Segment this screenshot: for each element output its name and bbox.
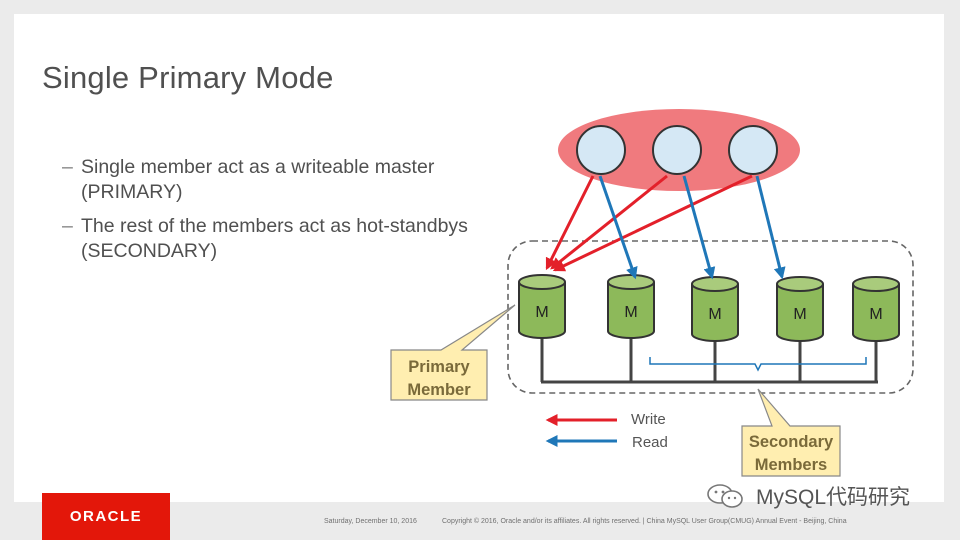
- legend-write-label: Write: [631, 411, 666, 428]
- read-arrow: [755, 175, 786, 280]
- write-arrows: [545, 174, 753, 272]
- bullet-item: – Single member act as a writeable maste…: [62, 155, 502, 205]
- member-label: M: [708, 306, 721, 323]
- member-label: M: [793, 306, 806, 323]
- member-db: M: [607, 274, 655, 339]
- slide-canvas: [14, 14, 944, 502]
- read-arrow: [682, 175, 716, 280]
- secondary-callout: [741, 388, 841, 477]
- client-node: [652, 125, 702, 175]
- footer-date: Saturday, December 10, 2016: [324, 518, 417, 525]
- secondary-callout-line2: Members: [755, 456, 827, 474]
- primary-callout: [390, 304, 516, 401]
- write-arrow: [552, 174, 753, 272]
- member-db: M: [691, 276, 739, 342]
- bullet-item: – The rest of the members act as hot-sta…: [62, 214, 502, 264]
- bullet-list: – Single member act as a writeable maste…: [62, 155, 502, 273]
- group-boundary: [507, 240, 914, 394]
- member-db: M: [776, 276, 824, 342]
- wechat-icon: [707, 484, 743, 508]
- bullet-dash: –: [62, 156, 73, 178]
- secondary-bracket: [649, 357, 867, 372]
- watermark-text: MySQL代码研究: [756, 486, 911, 509]
- member-label: M: [535, 304, 548, 321]
- secondary-callout-line1: Secondary: [749, 433, 834, 451]
- legend-read-label: Read: [632, 434, 668, 451]
- primary-callout-line2: Member: [407, 381, 471, 399]
- member-bus: [540, 338, 878, 384]
- read-arrow: [598, 175, 638, 280]
- write-arrow: [550, 174, 668, 270]
- bullet-text: Single member act as a writeable master …: [81, 156, 435, 203]
- bullet-dash: –: [62, 215, 73, 237]
- client-node: [576, 125, 626, 175]
- watermark: MySQL代码研究: [706, 481, 910, 511]
- member-label: M: [624, 304, 637, 321]
- member-label: M: [869, 306, 882, 323]
- member-db: M: [852, 276, 900, 342]
- read-arrows: [598, 175, 786, 280]
- client-node: [728, 125, 778, 175]
- bullet-text: The rest of the members act as hot-stand…: [81, 215, 468, 262]
- primary-callout-line1: Primary: [408, 358, 470, 376]
- write-arrow: [545, 175, 595, 271]
- oracle-logo: ORACLE: [42, 493, 170, 540]
- member-db: M: [518, 274, 566, 339]
- slide-title: Single Primary Mode: [42, 60, 334, 95]
- footer-copyright: Copyright © 2016, Oracle and/or its affi…: [442, 518, 847, 525]
